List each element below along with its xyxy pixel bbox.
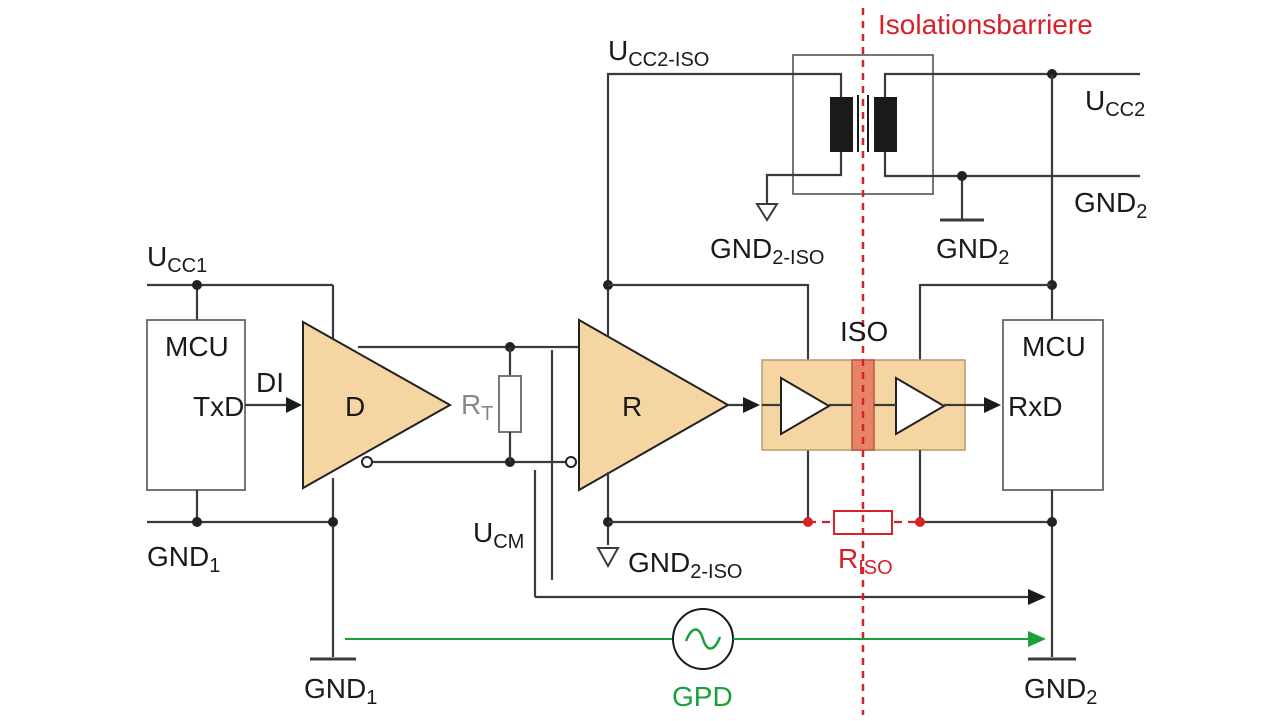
mcu-left-label: MCU — [165, 331, 229, 362]
ucc1-label: UCC1 — [147, 241, 207, 277]
receiver-label: R — [622, 391, 642, 422]
ac-wave-icon — [684, 628, 722, 650]
riso-node-left — [803, 517, 813, 527]
txd-label: TxD — [193, 391, 244, 422]
ucc2-iso-wire — [606, 72, 843, 285]
rt-label: RT — [461, 389, 493, 425]
gnd2-iso-bottom-symbol — [596, 547, 620, 569]
mcu-left-box — [146, 319, 246, 491]
transformer-primary-coil — [830, 97, 853, 152]
receiver-amplifier — [578, 318, 731, 492]
receiver-inverting-input — [565, 456, 577, 468]
gnd2-wire — [883, 152, 1140, 178]
gnd1-bottom-label: GND1 — [304, 673, 377, 709]
gpd-arrow-head — [1028, 631, 1046, 647]
driver-inverting-output — [361, 456, 373, 468]
isolation-barrier-label: Isolationsbarriere — [878, 9, 1093, 40]
gnd2-iso-top-wire — [765, 152, 843, 204]
junction-gnd2-right — [1047, 517, 1057, 527]
gnd2-right-label: GND2 — [1074, 187, 1147, 223]
driver-label: D — [345, 391, 365, 422]
mcu-right-box — [1002, 319, 1104, 491]
gnd2-iso-top-symbol — [755, 203, 779, 222]
iso-label: ISO — [840, 316, 888, 347]
driver-amplifier — [302, 320, 453, 490]
receiver-output-arrow — [743, 397, 760, 413]
gnd2-mid-label: GND2 — [936, 233, 1009, 269]
gnd2-bottom-label: GND2 — [1024, 673, 1097, 709]
junction-ucc1 — [192, 280, 202, 290]
riso-label: RISO — [838, 543, 893, 579]
di-label: DI — [256, 367, 284, 398]
junction-gnd1-driver — [328, 517, 338, 527]
transformer-secondary-coil — [874, 97, 897, 152]
gnd2-iso-top-label: GND2-ISO — [710, 233, 824, 269]
rxd-label: RxD — [1008, 391, 1062, 422]
ucm-arrow-head — [1028, 589, 1046, 605]
gnd1-left-label: GND1 — [147, 541, 220, 577]
mcu-right-label: MCU — [1022, 331, 1086, 362]
riso-node-right — [915, 517, 925, 527]
gnd2-iso-bottom-label: GND2-ISO — [628, 547, 742, 583]
ucc2-iso-label: UCC2-ISO — [608, 35, 709, 71]
rxd-arrow — [984, 397, 1001, 413]
termination-resistor — [498, 375, 522, 433]
junction-gnd1-left — [192, 517, 202, 527]
ucm-label: UCM — [473, 517, 524, 553]
gpd-label: GPD — [672, 681, 733, 712]
junction-gnd2-mid — [957, 171, 967, 181]
iso-right-supply-wire — [918, 283, 1052, 360]
di-arrow — [286, 397, 302, 413]
ucc2-label: UCC2 — [1085, 85, 1145, 121]
